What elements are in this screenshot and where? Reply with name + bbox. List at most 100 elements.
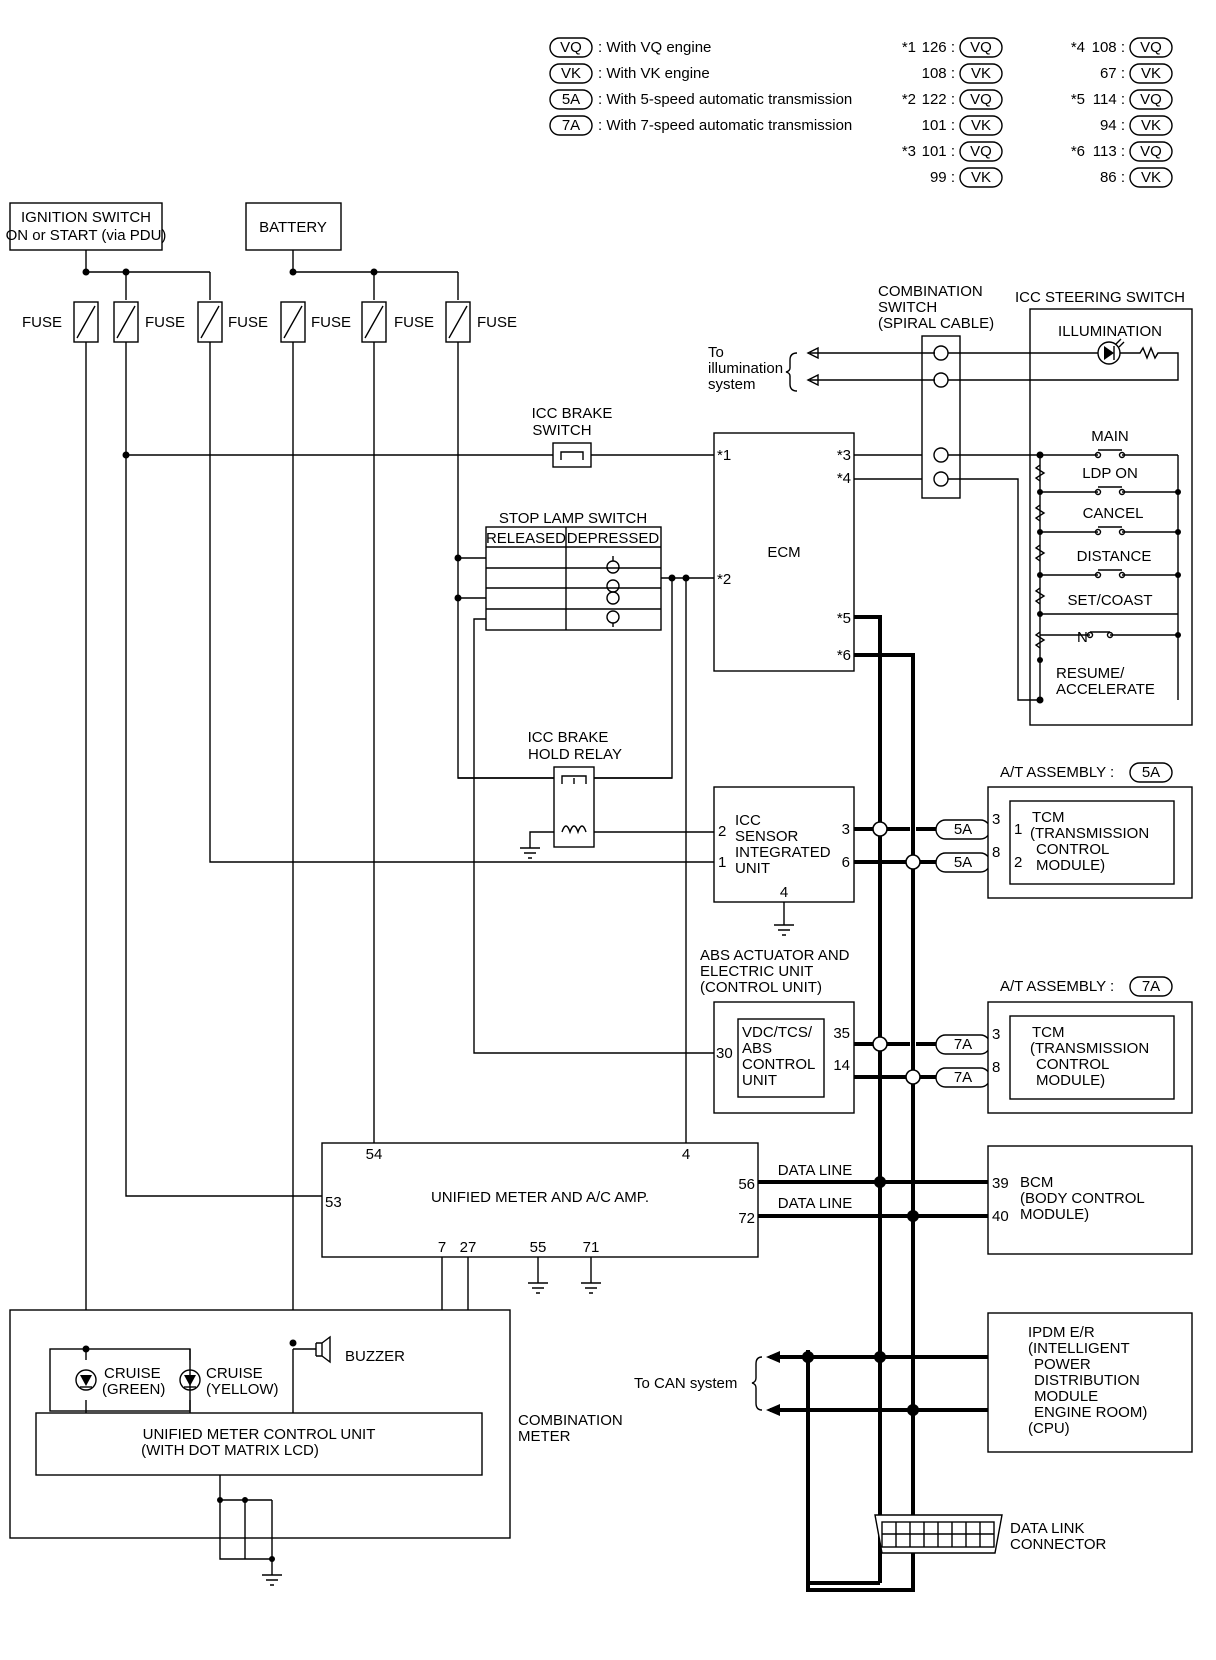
svg-text:MODULE: MODULE <box>1034 1388 1098 1405</box>
svg-text:3: 3 <box>992 811 1000 828</box>
svg-text:DATA LINK: DATA LINK <box>1010 1520 1084 1537</box>
svg-text:6: 6 <box>842 854 850 871</box>
svg-text:2: 2 <box>1014 854 1022 871</box>
svg-text:ILLUMINATION: ILLUMINATION <box>1058 323 1162 340</box>
note-1: *1 126 : VQ 108 : VK <box>902 37 1003 84</box>
svg-text:VQ: VQ <box>970 91 992 108</box>
data-line-label-2: DATA LINE <box>778 1195 852 1212</box>
svg-text:ICC BRAKE: ICC BRAKE <box>532 405 613 422</box>
svg-text:(INTELLIGENT: (INTELLIGENT <box>1028 1340 1130 1357</box>
svg-text:(BODY CONTROL: (BODY CONTROL <box>1020 1190 1145 1207</box>
svg-text:DISTRIBUTION: DISTRIBUTION <box>1034 1372 1140 1389</box>
svg-text:(CPU): (CPU) <box>1028 1420 1070 1437</box>
tag-5a-1: 5A <box>935 819 991 840</box>
svg-text:: With 5-speed automatic trans: : With 5-speed automatic transmission <box>598 91 852 108</box>
at-assembly-5a: A/T ASSEMBLY : 5A 3 8 1 2 TCM (TRANSMISS… <box>987 762 1193 899</box>
svg-text:*6: *6 <box>1071 143 1085 160</box>
note-3: *3 101 : VQ 99 : VK <box>902 141 1003 188</box>
svg-text:*3: *3 <box>837 447 851 464</box>
svg-text:INTEGRATED: INTEGRATED <box>735 844 831 861</box>
svg-text:2: 2 <box>718 823 726 840</box>
svg-text:system: system <box>708 376 756 393</box>
svg-text:*3: *3 <box>902 143 916 160</box>
svg-text:VK: VK <box>561 65 581 82</box>
svg-text:illumination: illumination <box>708 360 783 377</box>
svg-text:DISTANCE: DISTANCE <box>1077 548 1152 565</box>
svg-text:: With VK engine: : With VK engine <box>598 65 710 82</box>
svg-text:IGNITION SWITCH: IGNITION SWITCH <box>21 209 151 226</box>
fuse-6: FUSE <box>445 301 517 343</box>
svg-text:56: 56 <box>738 1176 755 1193</box>
unified-meter-ac-amp: UNIFIED METER AND A/C AMP. 54 4 53 56 72… <box>321 1142 759 1258</box>
svg-text:HOLD RELAY: HOLD RELAY <box>528 746 622 763</box>
svg-text:*6: *6 <box>837 647 851 664</box>
battery-box: BATTERY <box>245 202 342 251</box>
svg-text:BATTERY: BATTERY <box>259 219 327 236</box>
svg-text:UNIT: UNIT <box>735 860 770 877</box>
svg-text:*1: *1 <box>902 39 916 56</box>
svg-text:UNIFIED METER CONTROL UNIT: UNIFIED METER CONTROL UNIT <box>143 1426 376 1443</box>
legend-item-vq: VQ : With VQ engine <box>549 37 711 58</box>
svg-text:STOP LAMP SWITCH: STOP LAMP SWITCH <box>499 510 647 527</box>
svg-text:108 :: 108 : <box>1092 39 1125 56</box>
svg-text:ENGINE ROOM): ENGINE ROOM) <box>1034 1404 1147 1421</box>
svg-text:5A: 5A <box>954 821 972 838</box>
svg-text:MODULE): MODULE) <box>1020 1206 1089 1223</box>
svg-text:86 :: 86 : <box>1100 169 1125 186</box>
svg-text:VK: VK <box>971 169 991 186</box>
svg-text:126 :: 126 : <box>922 39 955 56</box>
tag-7a-1: 7A <box>935 1034 991 1055</box>
fuse-3: FUSE <box>197 301 268 343</box>
svg-text:1: 1 <box>1014 821 1022 838</box>
ipdm-er: IPDM E/R (INTELLIGENT POWER DISTRIBUTION… <box>987 1312 1193 1453</box>
svg-text:SWITCH: SWITCH <box>878 299 937 316</box>
svg-text:40: 40 <box>992 1208 1009 1225</box>
icc-brake-switch: ICC BRAKE SWITCH <box>532 405 613 468</box>
svg-text:54: 54 <box>366 1146 383 1163</box>
svg-text:: With VQ engine: : With VQ engine <box>598 39 711 56</box>
svg-text:A/T ASSEMBLY :: A/T ASSEMBLY : <box>1000 764 1114 781</box>
svg-text:VQ: VQ <box>1140 143 1162 160</box>
svg-text:5A: 5A <box>1142 764 1160 781</box>
svg-text:TCM: TCM <box>1032 1024 1065 1041</box>
svg-text:ACCELERATE: ACCELERATE <box>1056 681 1155 698</box>
data-link-connector: DATA LINK CONNECTOR <box>874 1514 1107 1554</box>
svg-text:FUSE: FUSE <box>311 314 351 331</box>
svg-text:35: 35 <box>833 1025 850 1042</box>
svg-text:VK: VK <box>971 117 991 134</box>
abs-actuator-electric-unit: ABS ACTUATOR AND ELECTRIC UNIT (CONTROL … <box>700 947 855 1114</box>
svg-text:ICC BRAKE: ICC BRAKE <box>528 729 609 746</box>
svg-text:RELEASED: RELEASED <box>486 530 566 547</box>
svg-text:VQ: VQ <box>1140 91 1162 108</box>
svg-text:*5: *5 <box>837 610 851 627</box>
svg-text:(TRANSMISSION: (TRANSMISSION <box>1030 1040 1149 1057</box>
svg-text:122 :: 122 : <box>922 91 955 108</box>
svg-text:CRUISE: CRUISE <box>104 1365 161 1382</box>
svg-text:CONNECTOR: CONNECTOR <box>1010 1536 1107 1553</box>
svg-text:VK: VK <box>1141 65 1161 82</box>
svg-text:ELECTRIC UNIT: ELECTRIC UNIT <box>700 963 813 980</box>
svg-text:3: 3 <box>992 1026 1000 1043</box>
svg-text:VK: VK <box>1141 117 1161 134</box>
svg-text:108 :: 108 : <box>922 65 955 82</box>
svg-text:3: 3 <box>842 821 850 838</box>
svg-text:A/T ASSEMBLY :: A/T ASSEMBLY : <box>1000 978 1114 995</box>
svg-text:8: 8 <box>992 1059 1000 1076</box>
combination-meter: COMBINATION METER CRUISE (GREEN) CRUISE … <box>9 1309 623 1586</box>
svg-text:VQ: VQ <box>560 39 582 56</box>
svg-text:*2: *2 <box>902 91 916 108</box>
svg-text:30: 30 <box>716 1045 733 1062</box>
svg-text:SWITCH: SWITCH <box>532 422 591 439</box>
svg-text:VK: VK <box>1141 169 1161 186</box>
svg-text:UNIFIED METER AND A/C AMP.: UNIFIED METER AND A/C AMP. <box>431 1189 649 1206</box>
svg-text:VQ: VQ <box>1140 39 1162 56</box>
svg-text:CONTROL: CONTROL <box>1036 1056 1109 1073</box>
svg-text:COMBINATION: COMBINATION <box>878 283 983 300</box>
svg-text:1: 1 <box>718 854 726 871</box>
svg-text:4: 4 <box>780 884 788 901</box>
svg-text:CONTROL: CONTROL <box>1036 841 1109 858</box>
svg-text:99 :: 99 : <box>930 169 955 186</box>
legend-item-5a: 5A : With 5-speed automatic transmission <box>549 89 852 110</box>
svg-text:72: 72 <box>738 1210 755 1227</box>
svg-text:7A: 7A <box>1142 978 1160 995</box>
